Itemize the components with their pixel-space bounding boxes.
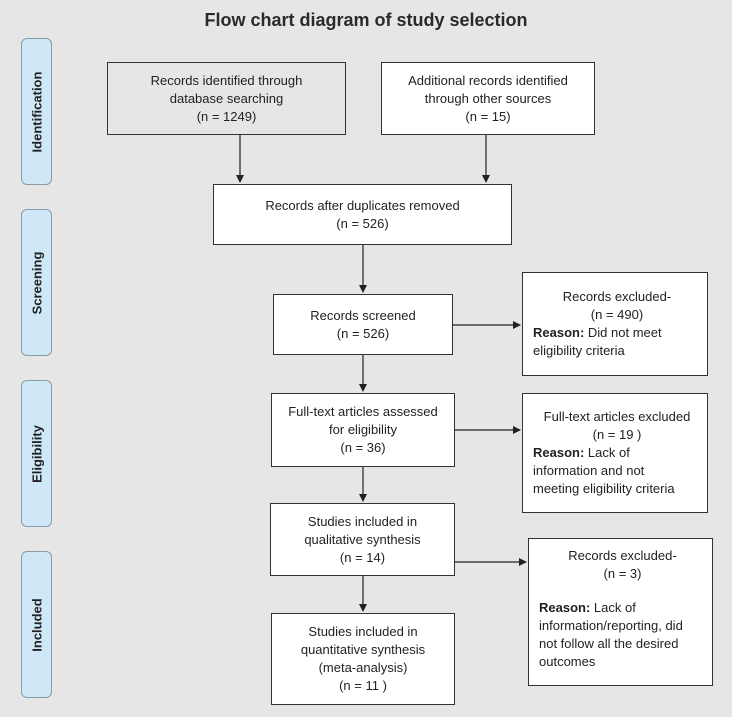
- box-records-excluded-screening: Records excluded- (n = 490) Reason: Did …: [522, 272, 708, 376]
- box-after-duplicates: Records after duplicates removed (n = 52…: [213, 184, 512, 245]
- box-records-screened-count: (n = 526): [336, 325, 390, 341]
- box-database-searching-line2: database searching: [169, 90, 284, 106]
- box-records-excluded-included-line4: information/reporting, did: [539, 618, 683, 633]
- box-records-excluded-included-count: (n = 3): [603, 566, 642, 581]
- box-fulltext-excluded-line5: meeting eligibility criteria: [533, 481, 675, 496]
- box-fulltext-excluded-count: (n = 19 ): [592, 427, 642, 442]
- box-fulltext-excluded-line1: Full-text articles excluded: [543, 409, 691, 424]
- reason-label: Reason:: [533, 325, 585, 340]
- box-records-excluded-included-line1: Records excluded-: [568, 548, 677, 563]
- box-after-duplicates-line1: Records after duplicates removed: [265, 197, 460, 213]
- box-database-searching-line1: Records identified through: [150, 72, 303, 88]
- reason-text: Did not meet: [584, 325, 662, 340]
- box-database-searching: Records identified through database sear…: [107, 62, 346, 135]
- box-records-excluded-included-line6: outcomes: [539, 654, 596, 669]
- diagram-title: Flow chart diagram of study selection: [204, 10, 528, 30]
- box-records-screened-line1: Records screened: [310, 307, 416, 323]
- box-quantitative-synthesis-line2: quantitative synthesis: [300, 642, 426, 657]
- box-fulltext-assessed: Full-text articles assessed for eligibil…: [271, 393, 455, 467]
- box-records-excluded-screening-line1: Records excluded-: [562, 289, 672, 304]
- box-qualitative-synthesis-line1: Studies included in: [307, 513, 418, 529]
- box-records-excluded-screening-count: (n = 490): [590, 307, 644, 322]
- box-fulltext-assessed-line2: for eligibility: [329, 422, 397, 437]
- box-records-excluded-included-line5: not follow all the desired: [539, 636, 679, 651]
- box-after-duplicates-count: (n = 526): [336, 215, 389, 231]
- box-other-sources-line2: through other sources: [424, 90, 552, 106]
- box-other-sources-count: (n = 15): [465, 108, 511, 124]
- box-records-excluded-included: Records excluded- (n = 3) Reason: Lack o…: [528, 538, 713, 686]
- box-records-excluded-screening-reason: Reason: Did not meet: [533, 324, 662, 342]
- box-records-excluded-included-reason: Reason: Lack of: [539, 599, 636, 617]
- box-other-sources: Additional records identified through ot…: [381, 62, 595, 135]
- box-fulltext-excluded: Full-text articles excluded (n = 19 ) Re…: [522, 393, 708, 513]
- phase-identification: Identification: [21, 38, 52, 185]
- box-qualitative-synthesis-line2: qualitative synthesis: [304, 531, 421, 547]
- box-qualitative-synthesis-count: (n = 14): [339, 549, 386, 565]
- box-qualitative-synthesis: Studies included in qualitative synthesi…: [270, 503, 455, 576]
- reason-text: Lack of: [584, 445, 630, 460]
- phase-screening: Screening: [21, 209, 52, 356]
- box-quantitative-synthesis-line1: Studies included in: [308, 624, 418, 639]
- box-other-sources-line1: Additional records identified: [408, 72, 568, 88]
- box-records-screened: Records screened (n = 526): [273, 294, 453, 355]
- box-database-searching-count: (n = 1249): [196, 108, 257, 124]
- box-fulltext-excluded-line4: information and not: [533, 463, 645, 478]
- phase-eligibility: Eligibility: [21, 380, 52, 527]
- box-fulltext-excluded-reason: Reason: Lack of: [533, 444, 630, 462]
- box-fulltext-assessed-count: (n = 36): [340, 440, 386, 455]
- box-fulltext-assessed-line1: Full-text articles assessed: [288, 404, 438, 419]
- reason-label: Reason:: [533, 445, 585, 460]
- phase-included: Included: [21, 551, 52, 698]
- box-quantitative-synthesis: Studies included in quantitative synthes…: [271, 613, 455, 705]
- reason-text: Lack of: [590, 600, 636, 615]
- box-quantitative-synthesis-line3: (meta-analysis): [318, 660, 408, 675]
- box-quantitative-synthesis-count: (n = 11 ): [339, 678, 387, 693]
- box-records-excluded-screening-line4: eligibility criteria: [533, 343, 625, 358]
- reason-label: Reason:: [539, 600, 591, 615]
